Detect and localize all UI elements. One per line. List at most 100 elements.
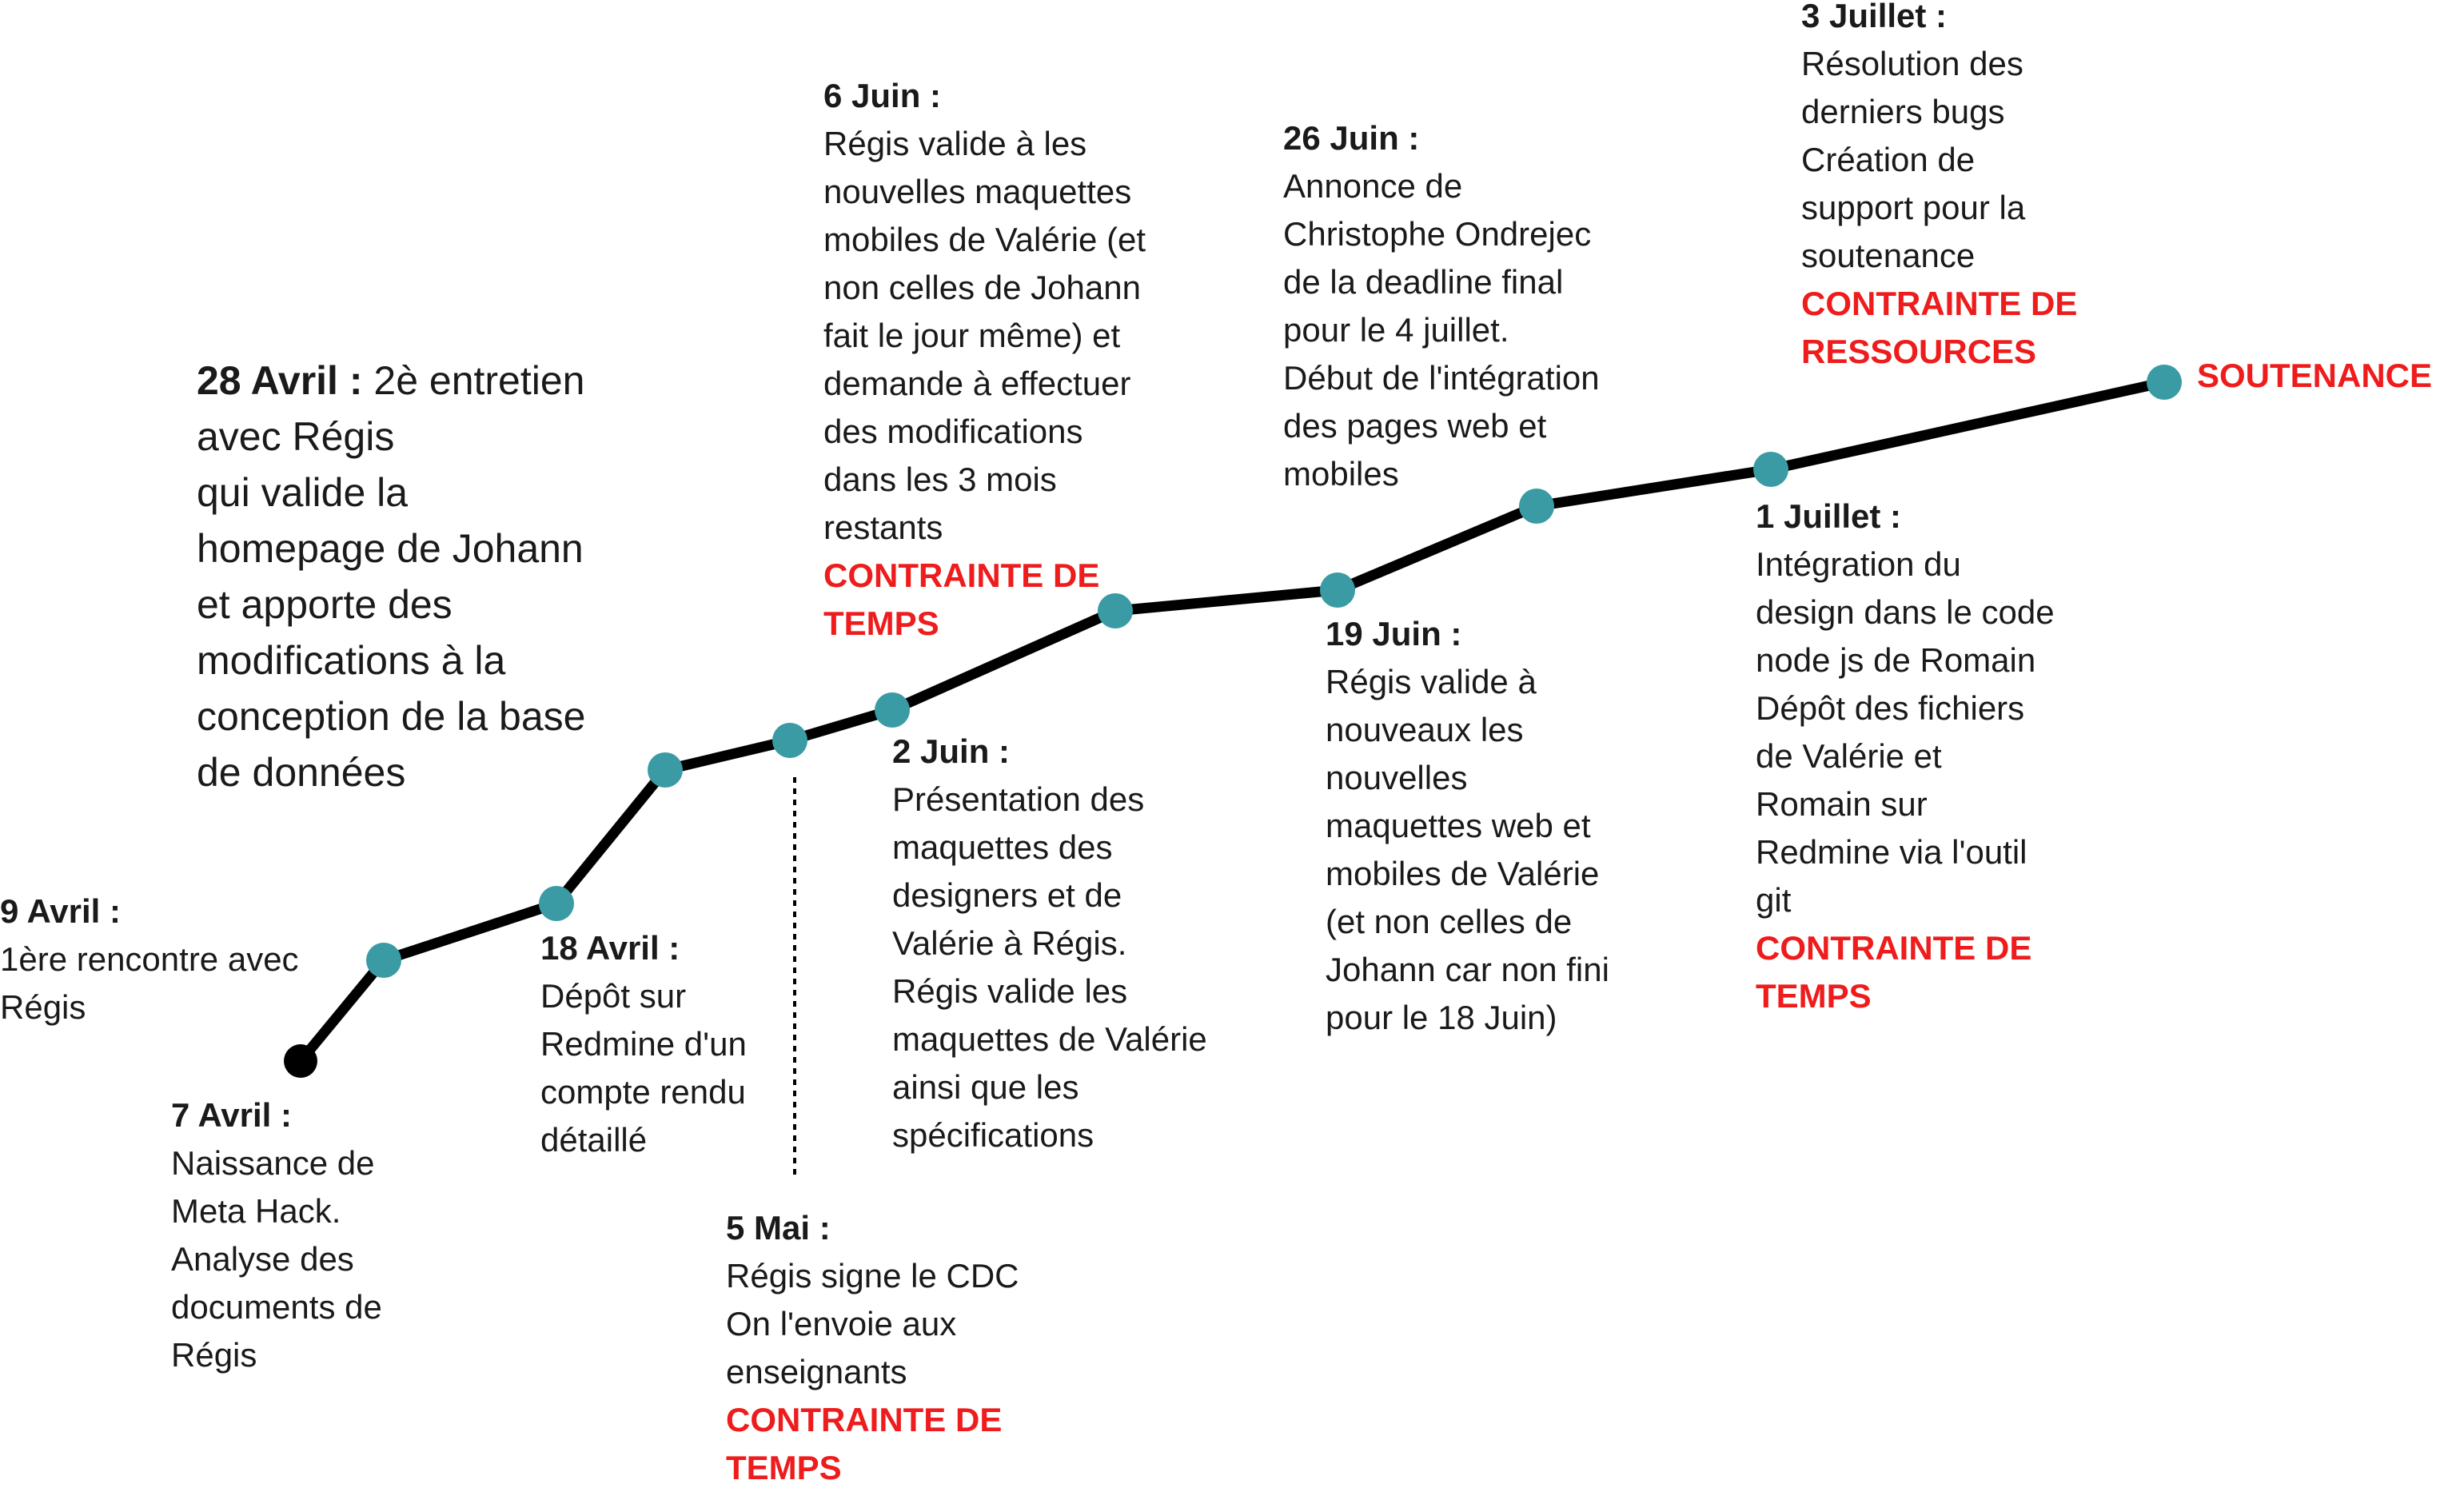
- event-text: nouveaux les: [1326, 711, 1524, 748]
- event-text: documents de: [171, 1288, 382, 1326]
- timeline-node: [1753, 452, 1788, 487]
- event-text: demande à effectuer: [823, 365, 1131, 402]
- event-text: maquettes web et: [1326, 807, 1591, 844]
- event-text: homepage de Johann: [197, 526, 584, 571]
- event-text: Dépôt sur: [540, 977, 687, 1015]
- event-text: spécifications: [892, 1116, 1094, 1154]
- event-text: (et non celles de: [1326, 903, 1573, 940]
- timeline-node: [1519, 489, 1554, 524]
- final-label-soutenance: SOUTENANCE: [2197, 357, 2433, 394]
- event-text: Dépôt des fichiers: [1756, 689, 2025, 727]
- event-text: node js de Romain: [1756, 641, 2036, 679]
- event-text: compte rendu: [540, 1073, 746, 1111]
- event-date: 3 Juillet :: [1801, 0, 1948, 34]
- event-text: avec Régis: [197, 414, 395, 459]
- event-date: 26 Juin :: [1283, 119, 1420, 157]
- event-text: Création de: [1801, 141, 1976, 178]
- event-text: Johann car non fini: [1326, 951, 1609, 988]
- event-text: support pour la: [1801, 189, 2026, 226]
- timeline-node: [875, 692, 910, 728]
- event-text: Régis: [171, 1336, 257, 1374]
- event-text: mobiles: [1283, 455, 1399, 493]
- constraint-label: TEMPS: [1756, 977, 1872, 1015]
- event-9-avril: 9 Avril : 1ère rencontre avec Régis: [0, 888, 299, 1031]
- event-text: soutenance: [1801, 237, 1976, 274]
- event-text: nouvelles maquettes: [823, 173, 1132, 210]
- event-date: 9 Avril :: [0, 892, 121, 930]
- event-26-juin: 26 Juin : Annonce de Christophe Ondrejec…: [1283, 114, 1600, 498]
- event-text: Intégration du: [1756, 545, 1961, 583]
- event-text: 1ère rencontre avec: [0, 940, 299, 978]
- event-text: Valérie à Régis.: [892, 924, 1127, 962]
- event-text: conception de la base: [197, 694, 586, 739]
- timeline-node: [648, 752, 683, 788]
- event-text: Romain sur: [1756, 785, 1928, 823]
- event-text: fait le jour même) et: [823, 317, 1121, 354]
- constraint-label: TEMPS: [726, 1449, 842, 1486]
- timeline-start-node: [284, 1044, 317, 1078]
- event-text: Régis signe le CDC: [726, 1257, 1019, 1295]
- event-text: Régis valide les: [892, 972, 1128, 1010]
- event-text: mobiles de Valérie (et: [823, 221, 1146, 258]
- event-text: Annonce de: [1283, 167, 1463, 205]
- event-text: de Valérie et: [1756, 737, 1942, 775]
- timeline-node: [539, 886, 574, 921]
- event-18-avril: 18 Avril : Dépôt sur Redmine d'un compte…: [540, 924, 747, 1164]
- timeline-node: [366, 943, 401, 978]
- event-date: 7 Avril :: [171, 1096, 292, 1134]
- timeline-node: [1320, 572, 1355, 608]
- event-text: pour le 4 juillet.: [1283, 311, 1509, 349]
- constraint-label: RESSOURCES: [1801, 333, 2037, 370]
- event-19-juin: 19 Juin : Régis valide à nouveaux les no…: [1326, 610, 1609, 1042]
- event-date: 5 Mai :: [726, 1209, 831, 1247]
- event-text: Régis: [0, 988, 86, 1026]
- constraint-label: CONTRAINTE DE: [726, 1401, 1003, 1438]
- event-text: modifications à la: [197, 638, 506, 683]
- event-text: derniers bugs: [1801, 93, 2005, 130]
- event-text: enseignants: [726, 1353, 907, 1390]
- constraint-label: CONTRAINTE DE: [1756, 929, 2032, 967]
- event-text: On l'envoie aux: [726, 1305, 957, 1342]
- event-date: 6 Juin :: [823, 77, 942, 114]
- event-date: 19 Juin :: [1326, 615, 1462, 652]
- event-text: Redmine via l'outil: [1756, 833, 2027, 871]
- event-text: design dans le code: [1756, 593, 2055, 631]
- timeline-nodes: [284, 365, 2182, 1078]
- event-text: Naissance de: [171, 1144, 375, 1182]
- event-text: Régis valide à: [1326, 663, 1537, 700]
- event-text: non celles de Johann: [823, 269, 1141, 306]
- event-text: Redmine d'un: [540, 1025, 747, 1063]
- event-5-mai: 5 Mai : Régis signe le CDC On l'envoie a…: [726, 1204, 1019, 1492]
- event-text: maquettes de Valérie: [892, 1020, 1207, 1058]
- event-text: dans les 3 mois: [823, 461, 1057, 498]
- event-text: de données: [197, 750, 406, 795]
- constraint-label: CONTRAINTE DE: [1801, 285, 2078, 322]
- event-text: détaillé: [540, 1121, 648, 1159]
- event-text: Début de l'intégration: [1283, 359, 1600, 397]
- timeline-node: [2147, 365, 2182, 400]
- event-text: des modifications: [823, 413, 1083, 450]
- event-date: 1 Juillet :: [1756, 497, 1902, 535]
- event-text: Meta Hack.: [171, 1192, 341, 1230]
- event-text: de la deadline final: [1283, 263, 1564, 301]
- event-text: designers et de: [892, 876, 1122, 914]
- event-text: mobiles de Valérie: [1326, 855, 1600, 892]
- event-text: et apporte des: [197, 582, 453, 627]
- event-text: ainsi que les: [892, 1068, 1079, 1106]
- event-text: qui valide la: [197, 470, 409, 515]
- event-text: git: [1756, 881, 1792, 919]
- event-6-juin: 6 Juin : Régis valide à les nouvelles ma…: [823, 72, 1146, 648]
- event-text: Christophe Ondrejec: [1283, 215, 1592, 253]
- event-text: Résolution des: [1801, 45, 2023, 82]
- event-text: Régis valide à les: [823, 125, 1087, 162]
- event-date: 2 Juin :: [892, 732, 1011, 770]
- constraint-label: CONTRAINTE DE: [823, 557, 1100, 594]
- event-3-juillet: 3 Juillet : Résolution des derniers bugs…: [1801, 0, 2077, 376]
- event-text: Présentation des: [892, 780, 1145, 818]
- event-2-juin: 2 Juin : Présentation des maquettes des …: [892, 728, 1207, 1159]
- event-date: 18 Avril :: [540, 929, 680, 967]
- timeline-node: [1098, 593, 1133, 628]
- event-1-juillet: 1 Juillet : Intégration du design dans l…: [1756, 493, 2055, 1020]
- event-text: pour le 18 Juin): [1326, 999, 1557, 1036]
